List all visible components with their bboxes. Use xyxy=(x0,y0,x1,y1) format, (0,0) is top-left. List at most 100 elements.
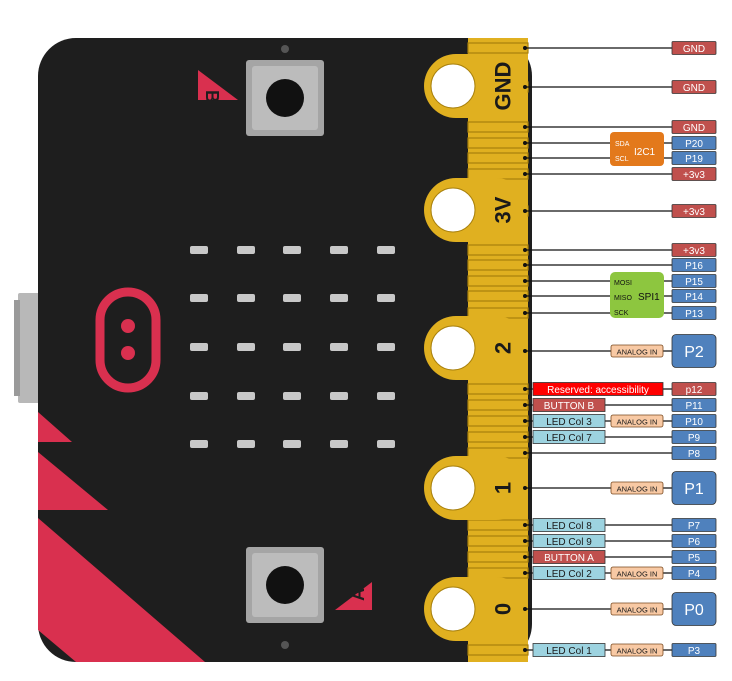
pin-name-label: +3v3 xyxy=(683,207,705,218)
pin-row-3v3: +3v3 xyxy=(523,167,717,181)
analog-in-label: ANALOG IN xyxy=(617,570,658,579)
led-r4-c5 xyxy=(377,392,395,400)
pin-row-gnd: GND xyxy=(523,120,717,134)
big-pad-1[interactable]: 1 xyxy=(424,456,528,520)
pin-name-box xyxy=(671,446,717,460)
led-r2-c1 xyxy=(190,294,208,302)
pin-name-box xyxy=(671,120,717,134)
pin-name-label: P4 xyxy=(688,569,701,580)
pin-row-p7: LED Col 8 P7 xyxy=(523,518,717,532)
analog-in-box xyxy=(610,481,664,495)
big-pad-label: 2 xyxy=(491,342,516,354)
pin-name-box xyxy=(671,334,717,368)
led-r5-c5 xyxy=(377,440,395,448)
pin-name-box xyxy=(671,382,717,396)
led-matrix xyxy=(190,246,395,448)
pin-function-label: Reserved: accessibility xyxy=(547,385,649,396)
pin-name-label: P3 xyxy=(688,646,701,657)
pin-function-box xyxy=(532,518,606,532)
big-pad-2[interactable]: 2 xyxy=(424,316,528,380)
pin-row-p13: P13 xyxy=(523,306,717,320)
pin-name-box xyxy=(671,41,717,55)
pin-name-label: P20 xyxy=(685,139,703,150)
pin-row-gnd: GND xyxy=(523,41,717,55)
pin-name-box xyxy=(671,430,717,444)
led-r4-c4 xyxy=(330,392,348,400)
pin-name-box xyxy=(671,289,717,303)
pin-name-box xyxy=(671,534,717,548)
analog-in-label: ANALOG IN xyxy=(617,647,658,656)
pin-row-p16: P16 xyxy=(523,258,717,272)
pin-name-label: P7 xyxy=(688,521,701,532)
pin-function-box xyxy=(532,550,606,564)
pin-name-box xyxy=(671,592,717,626)
led-r4-c3 xyxy=(283,392,301,400)
board-corner-stripe-3 xyxy=(38,518,205,662)
pin-function-box xyxy=(532,643,606,657)
big-pad-3v[interactable]: 3V xyxy=(424,178,528,242)
led-r3-c1 xyxy=(190,343,208,351)
led-r2-c3 xyxy=(283,294,301,302)
big-pad-gnd[interactable]: GND xyxy=(424,54,528,118)
pin-name-label: P19 xyxy=(685,154,703,165)
i2c-name: I2C1 xyxy=(634,147,656,158)
led-r3-c3 xyxy=(283,343,301,351)
pin-name-label: P1 xyxy=(684,481,704,498)
pin-name-box xyxy=(671,518,717,532)
pin-name-label: P14 xyxy=(685,292,703,303)
pin-name-label: p12 xyxy=(686,385,703,396)
analog-in-box xyxy=(610,602,664,616)
pin-name-box xyxy=(671,136,717,150)
pin-name-box xyxy=(671,398,717,412)
i2c-scl-label: SCL xyxy=(615,156,629,163)
pin-row-p14: P14 xyxy=(523,289,717,303)
big-pad-label: 1 xyxy=(491,482,516,494)
button-b-label: B xyxy=(202,90,222,103)
mount-hole-top xyxy=(281,45,289,53)
pin-name-box xyxy=(671,274,717,288)
pin-name-label: GND xyxy=(683,123,705,134)
spi-mosi-label: MOSI xyxy=(614,280,632,287)
pin-function-label: BUTTON B xyxy=(544,401,595,412)
led-r5-c2 xyxy=(237,440,255,448)
button-a[interactable] xyxy=(246,547,324,623)
i2c-sda-label: SDA xyxy=(615,141,630,148)
pin-name-label: P6 xyxy=(688,537,701,548)
pin-name-label: P5 xyxy=(688,553,701,564)
pin-function-box xyxy=(532,534,606,548)
microbit-logo xyxy=(95,287,161,393)
pin-function-label: LED Col 7 xyxy=(546,433,592,444)
pin-name-label: +3v3 xyxy=(683,246,705,257)
button-b[interactable] xyxy=(246,60,324,136)
led-r1-c2 xyxy=(237,246,255,254)
pin-function-label: BUTTON A xyxy=(544,553,594,564)
led-r3-c2 xyxy=(237,343,255,351)
pin-name-label: P9 xyxy=(688,433,701,444)
pin-name-label: P0 xyxy=(684,602,704,619)
usb-connector-edge xyxy=(14,300,20,396)
led-r1-c3 xyxy=(283,246,301,254)
mount-hole-bottom xyxy=(281,641,289,649)
pin-name-box xyxy=(671,566,717,580)
pin-name-label: GND xyxy=(683,83,705,94)
pin-name-box xyxy=(671,414,717,428)
pin-name-box xyxy=(671,471,717,505)
pin-row-3v3: +3v3 xyxy=(523,204,717,218)
spi-sck-label: SCK xyxy=(614,310,629,317)
led-r3-c5 xyxy=(377,343,395,351)
pin-function-box xyxy=(532,398,606,412)
pin-function-label: LED Col 3 xyxy=(546,417,592,428)
analog-in-label: ANALOG IN xyxy=(617,485,658,494)
analog-in-box xyxy=(610,344,664,358)
big-pad-0[interactable]: 0 xyxy=(424,577,528,641)
led-r4-c1 xyxy=(190,392,208,400)
pin-name-label: GND xyxy=(683,44,705,55)
pin-function-label: LED Col 8 xyxy=(546,521,592,532)
